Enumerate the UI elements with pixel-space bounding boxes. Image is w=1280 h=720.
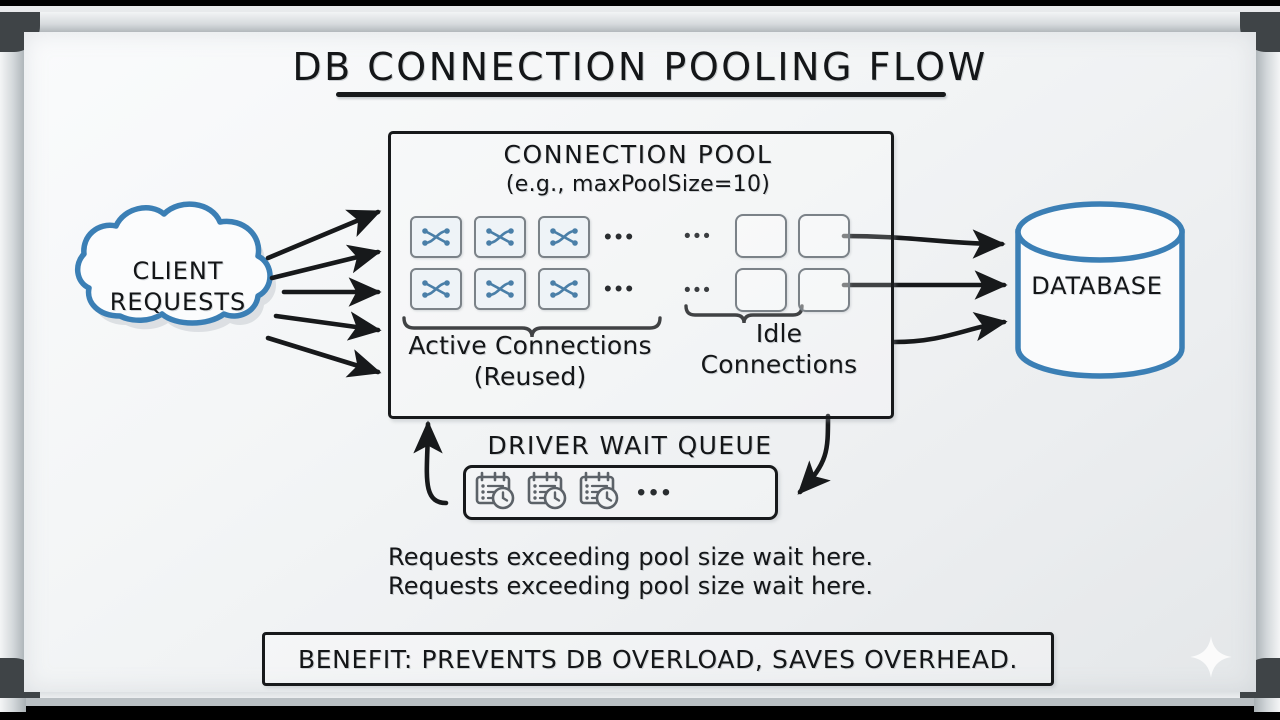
page-title: DB CONNECTION POOLING FLOW (292, 45, 988, 89)
driver-wait-queue-title: DRIVER WAIT QUEUE (487, 431, 773, 460)
idle-connections-row: ••• (684, 268, 850, 312)
title-underline (336, 92, 946, 97)
active-label-line2: (Reused) (473, 362, 587, 391)
idle-row-ellipsis: ••• (684, 225, 713, 247)
benefit-box: BENEFIT: PREVENTS DB OVERLOAD, SAVES OVE… (262, 632, 1054, 686)
idle-connection-item[interactable] (798, 268, 850, 312)
shuffle-icon (550, 280, 578, 298)
active-connection-item[interactable] (410, 268, 462, 310)
frame-rail-right (1254, 12, 1280, 712)
idle-connections-grid: ••• ••• (684, 214, 850, 322)
idle-connections-row: ••• (684, 214, 850, 258)
shuffle-icon (422, 228, 450, 246)
queue-note-line1: Requests exceeding pool size wait here. (388, 543, 874, 571)
active-row-ellipsis: ••• (604, 224, 637, 249)
shuffle-icon (486, 280, 514, 298)
client-label-line2: REQUESTS (109, 288, 247, 316)
active-row-ellipsis: ••• (604, 276, 637, 301)
frame-rail-top (0, 12, 1280, 34)
database-label: DATABASE (1031, 272, 1163, 300)
active-connection-item[interactable] (538, 216, 590, 258)
active-label-line1: Active Connections (408, 331, 652, 360)
queue-item[interactable] (473, 469, 517, 516)
queue-item[interactable] (525, 469, 569, 516)
queue-note-line2: Requests exceeding pool size wait here. (388, 572, 874, 600)
calendar-clock-icon (527, 471, 567, 510)
queue-ellipsis: ••• (637, 478, 675, 506)
queue-note: Requests exceeding pool size wait here. … (388, 543, 908, 601)
shuffle-icon (550, 228, 578, 246)
driver-wait-queue-box: ••• (463, 465, 778, 520)
shuffle-icon (422, 280, 450, 298)
active-connection-item[interactable] (410, 216, 462, 258)
queue-item[interactable] (577, 469, 621, 516)
active-connections-row: ••• (410, 268, 636, 310)
frame-rail-left (0, 12, 26, 712)
idle-label-line2: Connections (700, 350, 858, 379)
active-connections-label: Active Connections (Reused) (396, 330, 664, 392)
connection-pool-title: CONNECTION POOL (503, 140, 773, 169)
idle-connection-item[interactable] (798, 214, 850, 258)
connection-pool-subtitle: (e.g., maxPoolSize=10) (505, 172, 771, 197)
shuffle-icon (486, 228, 514, 246)
client-cloud-label: CLIENT REQUESTS (60, 256, 296, 318)
idle-connection-item[interactable] (735, 214, 787, 258)
client-label-line1: CLIENT (132, 257, 224, 285)
connection-pool-box (388, 131, 894, 419)
idle-row-ellipsis: ••• (684, 279, 713, 301)
idle-label-line1: Idle (755, 319, 803, 348)
calendar-clock-icon (579, 471, 619, 510)
benefit-text: BENEFIT: PREVENTS DB OVERLOAD, SAVES OVE… (298, 644, 1018, 674)
active-connections-grid: ••• (410, 216, 636, 320)
idle-connection-item[interactable] (735, 268, 787, 312)
active-connection-item[interactable] (474, 268, 526, 310)
active-connection-item[interactable] (474, 216, 526, 258)
idle-connections-label: Idle Connections (676, 318, 882, 380)
calendar-clock-icon (475, 471, 515, 510)
active-connections-row: ••• (410, 216, 636, 258)
active-connection-item[interactable] (538, 268, 590, 310)
